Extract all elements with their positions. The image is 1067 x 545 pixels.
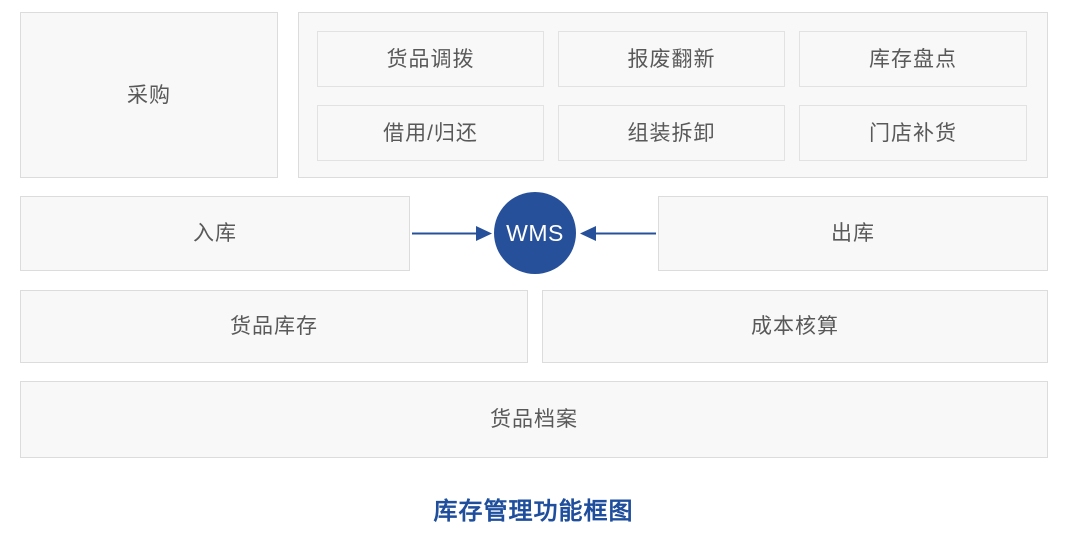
box-borrow-return-label: 借用/归还 [383, 121, 478, 145]
box-scrap-refurbish-label: 报废翻新 [627, 47, 716, 71]
box-goods-inventory-label: 货品库存 [230, 315, 318, 338]
box-goods-transfer-label: 货品调拨 [386, 47, 475, 71]
box-stock-count[interactable]: 库存盘点 [799, 31, 1027, 87]
box-goods-archive[interactable]: 货品档案 [20, 381, 1048, 458]
box-procurement[interactable]: 采购 [20, 12, 278, 178]
box-assemble-disassemble[interactable]: 组装拆卸 [558, 105, 785, 161]
box-borrow-return[interactable]: 借用/归还 [317, 105, 544, 161]
box-procurement-label: 采购 [127, 83, 171, 107]
box-cost-accounting[interactable]: 成本核算 [542, 290, 1048, 363]
box-goods-archive-label: 货品档案 [490, 408, 578, 431]
box-inbound[interactable]: 入库 [20, 196, 410, 271]
box-store-replenishment-label: 门店补货 [869, 121, 957, 145]
box-outbound-label: 出库 [831, 222, 875, 245]
diagram-caption: 库存管理功能框图 [433, 498, 634, 525]
box-goods-inventory[interactable]: 货品库存 [20, 290, 528, 363]
arrow-inbound-to-wms [412, 226, 492, 241]
box-scrap-refurbish[interactable]: 报废翻新 [558, 31, 785, 87]
box-outbound[interactable]: 出库 [658, 196, 1048, 271]
box-store-replenishment[interactable]: 门店补货 [799, 105, 1027, 161]
wms-hub-label: WMS [506, 219, 564, 246]
wms-hub-circle[interactable]: WMS [494, 192, 576, 274]
operations-group-container: 货品调拨 报废翻新 库存盘点 借用/归还 组装拆卸 门店补货 [298, 12, 1048, 178]
box-inbound-label: 入库 [193, 222, 237, 245]
box-cost-accounting-label: 成本核算 [751, 315, 839, 338]
box-stock-count-label: 库存盘点 [869, 47, 957, 71]
arrow-outbound-to-wms [580, 226, 656, 241]
box-goods-transfer[interactable]: 货品调拨 [317, 31, 544, 87]
box-assemble-disassemble-label: 组装拆卸 [627, 121, 716, 145]
